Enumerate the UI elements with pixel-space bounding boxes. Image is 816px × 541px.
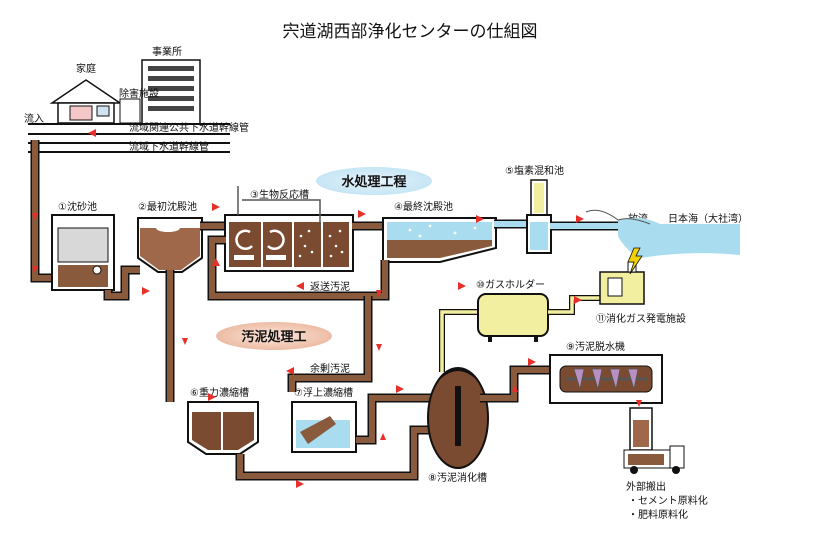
- grit-chamber: [51, 214, 115, 291]
- gaspower-label: ⑪消化ガス発電施設: [596, 312, 686, 325]
- sewer-trunk-label: 流域下水道幹線管: [129, 140, 209, 153]
- sewer-pipe-related: [28, 123, 230, 135]
- chlorine-label: ⑤塩素混和池: [505, 164, 564, 177]
- sludge-process-title: 汚泥処理工: [241, 329, 306, 345]
- house: [49, 79, 123, 124]
- flow-arrows: [32, 129, 642, 488]
- inflow-label: 流入: [24, 112, 44, 125]
- return-sludge-label: 返送汚泥: [310, 280, 350, 293]
- sea: [585, 209, 740, 258]
- digester-label: ⑧汚泥消化槽: [428, 471, 487, 484]
- export-label: 外部搬出: [626, 480, 666, 493]
- export-fertilizer: ・肥料原料化: [628, 508, 688, 521]
- air-supply-pipe: [237, 186, 321, 228]
- dewater-label: ⑨汚泥脱水機: [566, 340, 625, 353]
- flotation-thickener-label: ⑦浮上濃縮槽: [294, 386, 353, 399]
- pretreatment-label: 除害施設: [119, 87, 159, 100]
- chlorine-mixing-tank: [526, 179, 552, 254]
- pretreatment-facility: [119, 98, 141, 124]
- primary-settling-tank: [137, 217, 203, 273]
- office-building: [141, 59, 201, 125]
- water-process-title: 水処理工程: [341, 174, 406, 190]
- sea-label: 日本海（大社湾）: [668, 212, 748, 225]
- flotation-thickener: [291, 401, 357, 453]
- grit-chamber-label: ①沈砂池: [58, 200, 97, 213]
- gas-holder: [477, 293, 549, 342]
- bio-reactor: [224, 214, 354, 272]
- lightning-icon: [627, 247, 643, 275]
- primary-settling-label: ②最初沈殿池: [138, 200, 197, 213]
- home-label: 家庭: [76, 62, 96, 75]
- sewer-pipe-trunk: [28, 142, 230, 153]
- gasholder-label: ⑩ガスホルダー: [476, 278, 545, 291]
- sewer-related-label: 流域関連公共下水道幹線管: [129, 121, 249, 134]
- export-cement: ・セメント原料化: [628, 494, 708, 507]
- gravity-thickener-label: ⑥重力濃縮槽: [190, 386, 249, 399]
- bio-reactor-label: ③生物反応槽: [250, 188, 309, 201]
- sludge-digester: [427, 367, 489, 469]
- truck-icon: [623, 445, 685, 474]
- final-settling-tank: [382, 217, 497, 263]
- cake-hopper: [629, 407, 653, 451]
- gravity-thickener: [187, 401, 259, 455]
- gas-power-plant: [599, 261, 645, 305]
- diagram-title: 宍道湖西部浄化センターの仕組図: [283, 22, 538, 42]
- water-process-banner: [316, 167, 432, 195]
- dewatering-machine: [549, 354, 663, 404]
- excess-sludge-label: 余剰汚泥: [310, 362, 350, 375]
- final-settling-label: ④最終沈殿池: [394, 200, 453, 213]
- sludge-process-banner: [216, 322, 332, 350]
- office-label: 事業所: [152, 45, 182, 58]
